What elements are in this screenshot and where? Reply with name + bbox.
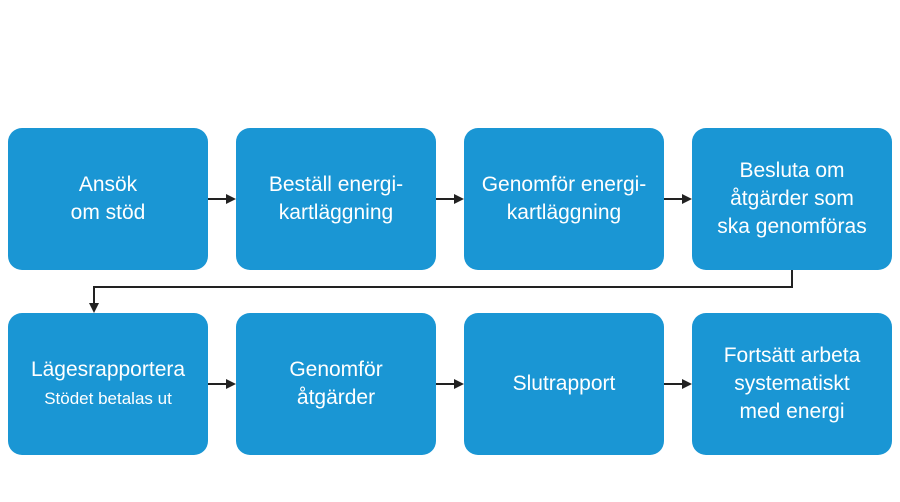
step-text-line: Genomför [289,358,383,381]
step-text-line: åtgärder som [730,187,854,210]
step-perform-energy-audit: Genomför energi- kartläggning [464,128,664,270]
step-text-line: Besluta om [739,159,845,182]
step-perform-measures: Genomför åtgärder [236,313,436,455]
step-text-line: om stöd [70,201,146,224]
step-text-line: systematiskt [734,372,850,395]
step-text-line: åtgärder [296,386,376,409]
step-progress-report: Lägesrapportera Stödet betalas ut [8,313,208,455]
step-text-line: Beställ energi- [268,173,404,196]
step-final-report: Slutrapport [464,313,664,455]
step-order-energy-audit: Beställ energi- kartläggning [236,128,436,270]
step-text-line: Ansök [78,173,138,196]
step-continue-working: Fortsätt arbeta systematiskt med energi [692,313,892,455]
step-text-line: Genomför energi- [481,173,647,196]
step-text-line: med energi [739,400,845,423]
arrow-step4-to-step5 [89,270,793,313]
step-text-line: kartläggning [506,201,622,224]
step-apply-for-support: Ansök om stöd [8,128,208,270]
step-subtext: Stödet betalas ut [44,389,172,408]
step-text-line: kartläggning [278,201,394,224]
step-text-line: Lägesrapportera [30,358,186,381]
step-text-line: Slutrapport [512,372,616,395]
step-decide-measures: Besluta om åtgärder som ska genomföras [692,128,892,270]
step-text-line: Fortsätt arbeta [723,344,861,367]
step-text-line: ska genomföras [717,215,867,238]
